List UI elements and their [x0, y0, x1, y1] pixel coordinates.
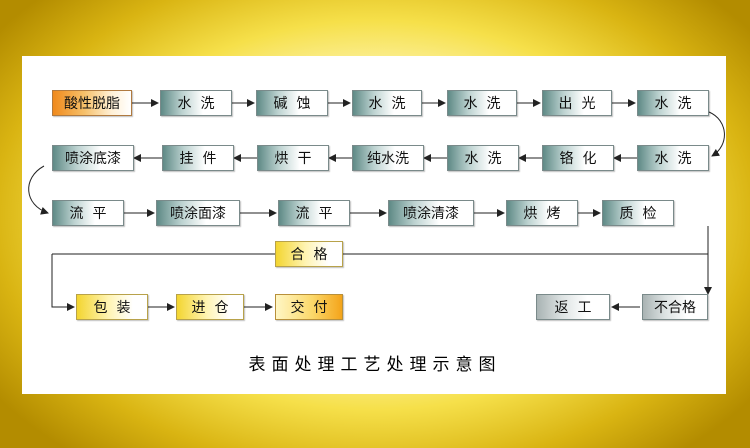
step-spray-clearcoat: 喷涂清漆: [388, 200, 474, 226]
arrow-curve-right: [708, 111, 725, 157]
step-spray-topcoat: 喷涂面漆: [156, 200, 240, 226]
step-water-rinse-5: 水 洗: [447, 145, 519, 171]
arrow-curve-left: [28, 165, 49, 215]
step-alkali-etch: 碱 蚀: [256, 90, 328, 116]
step-water-rinse-1: 水 洗: [160, 90, 232, 116]
step-water-rinse-4: 水 洗: [637, 90, 709, 116]
step-spray-primer: 喷涂底漆: [52, 145, 134, 171]
step-deoxidize: 出 光: [542, 90, 612, 116]
step-water-rinse-2: 水 洗: [352, 90, 422, 116]
step-leveling-1: 流 平: [52, 200, 124, 226]
step-water-rinse-3: 水 洗: [447, 90, 517, 116]
label-pass: 合 格: [275, 241, 343, 267]
step-baking: 烘 烤: [506, 200, 578, 226]
step-water-rinse-6: 水 洗: [637, 145, 709, 171]
step-leveling-2: 流 平: [278, 200, 350, 226]
step-rework: 返 工: [536, 294, 610, 320]
step-hanging: 挂 件: [162, 145, 234, 171]
step-inspection: 质 检: [602, 200, 674, 226]
step-acid-degreasing: 酸性脱脂: [52, 90, 132, 116]
step-packing: 包 装: [76, 294, 148, 320]
step-drying: 烘 干: [257, 145, 329, 171]
step-fail: 不合格: [642, 294, 708, 320]
step-delivery: 交 付: [275, 294, 343, 320]
step-chromating: 铬 化: [542, 145, 614, 171]
step-warehousing: 进 仓: [176, 294, 244, 320]
diagram-caption: 表面处理工艺处理示意图: [248, 355, 502, 375]
arrow-pass-to-pack: [51, 254, 75, 311]
step-pure-water-rinse: 纯水洗: [352, 145, 424, 171]
